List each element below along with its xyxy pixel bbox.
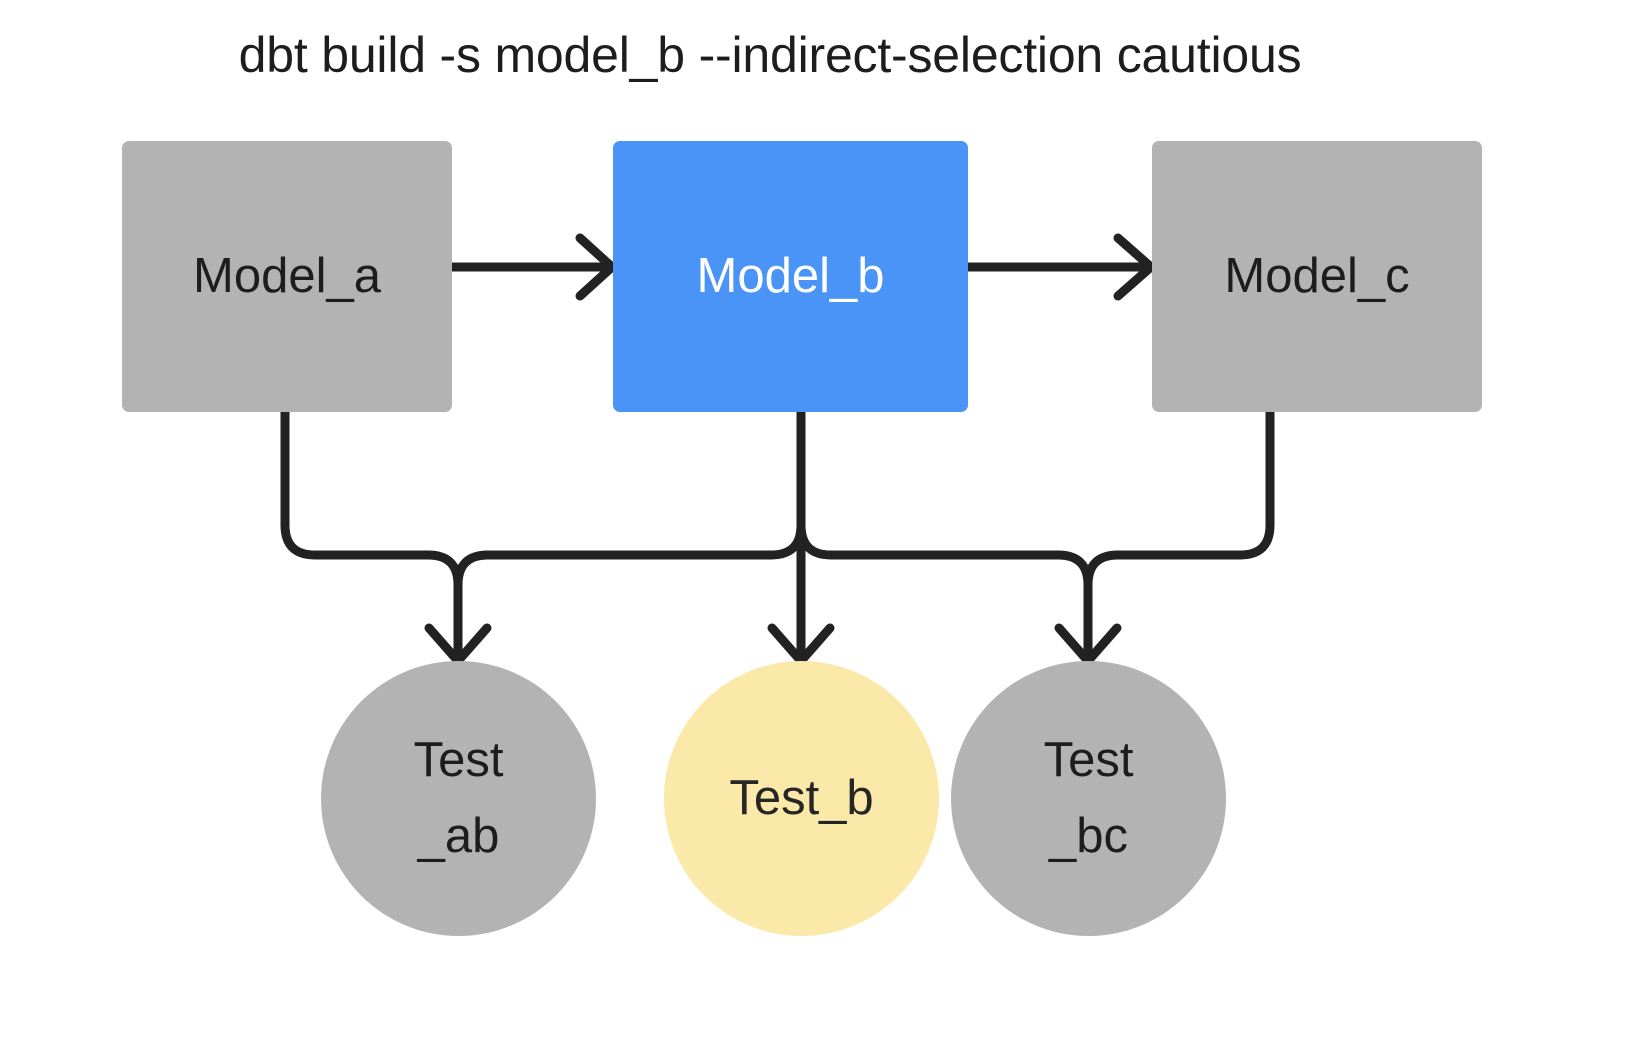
node-model-b-label: Model_b [696,248,885,303]
node-test-bc-label-line2: _bc [1048,808,1128,863]
node-test-ab-label-line1: Test [413,732,504,787]
edge-model-c-drop [1083,407,1275,590]
arrowhead-test-bc [1054,623,1122,666]
node-test-bc[interactable]: Test _bc [951,661,1226,936]
edge-model-a-drop [280,407,463,660]
edge-model-b-drop-left [453,407,806,590]
diagram-title: dbt build -s model_b --indirect-selectio… [238,27,1302,83]
node-test-bc-label-line1: Test [1043,732,1134,787]
arrowhead-test-b [767,623,835,666]
node-test-ab[interactable]: Test _ab [321,661,596,936]
node-model-c[interactable]: Model_c [1152,141,1482,412]
node-model-a-label: Model_a [193,248,381,303]
node-model-c-label: Model_c [1224,248,1410,303]
node-test-b[interactable]: Test_b [664,661,939,936]
node-model-b[interactable]: Model_b [613,141,968,412]
edge-model-b-drop-right [796,520,1093,660]
edge-model-a-to-model-b [447,233,617,301]
node-model-a[interactable]: Model_a [122,141,452,412]
edge-model-b-to-model-c [963,233,1156,301]
node-test-ab-label-line2: _ab [417,808,500,863]
node-test-b-label-line1: Test_b [729,770,874,825]
arrowhead-test-ab [424,623,492,666]
